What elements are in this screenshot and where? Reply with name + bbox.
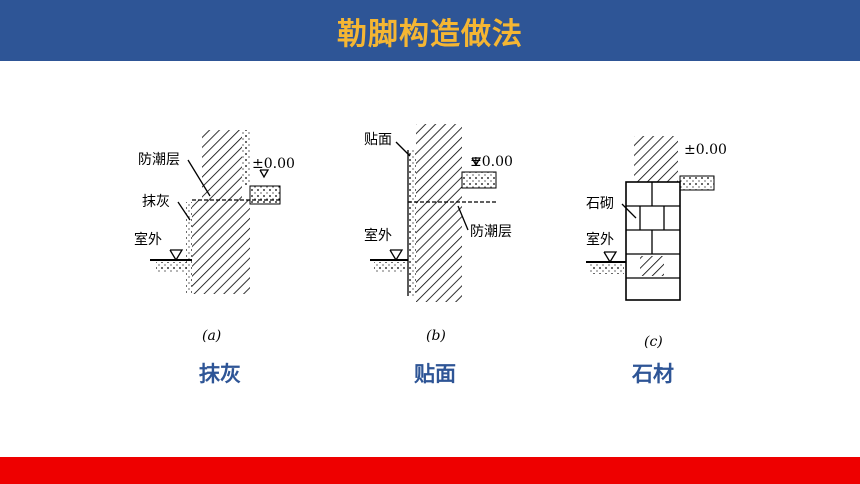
- caption-a: 抹灰: [199, 362, 241, 386]
- upper-wall: [202, 130, 242, 200]
- ground-level-marker-b: [389, 249, 404, 262]
- floor-slab-c: [679, 175, 715, 191]
- label-level: ±0.00: [252, 156, 295, 172]
- header-banner: 勒脚构造做法: [0, 0, 860, 61]
- label-outside: 室外: [134, 231, 162, 248]
- page-title: 勒脚构造做法: [337, 16, 523, 52]
- label-outside-c: 室外: [586, 231, 614, 248]
- leader-damp: [187, 159, 211, 197]
- plinth-wall: [192, 200, 250, 294]
- leader-finish-c: [621, 203, 637, 219]
- ground-fill-c: [590, 264, 624, 274]
- figure-c: ±0.00 石砌 室外 (c): [580, 110, 750, 350]
- floor-level-marker: [259, 169, 270, 179]
- label-outside-b: 室外: [364, 227, 392, 244]
- plaster-upper: [242, 130, 250, 186]
- upper-wall-c: [634, 136, 678, 182]
- wall-b: [416, 124, 462, 302]
- floor-slab-b: [461, 171, 497, 189]
- facing-layer: [408, 150, 416, 296]
- label-level-b: ±0.00: [470, 154, 513, 170]
- stone-block-dark: [640, 256, 664, 276]
- leader-damp-b: [457, 205, 469, 231]
- diagram-b-svg: 贴面 ±0.00 防潮层 室外 (b): [364, 124, 513, 344]
- label-finish-b: 贴面: [364, 132, 392, 148]
- label-finish-c: 石砌: [586, 196, 614, 212]
- figure-b: 贴面 ±0.00 防潮层 室外 (b): [360, 110, 520, 350]
- label-damp-b: 防潮层: [470, 224, 512, 240]
- label-damp: 防潮层: [138, 152, 180, 168]
- plaster-lower: [186, 202, 192, 294]
- label-level-c: ±0.00: [684, 142, 727, 158]
- stone-base: [625, 181, 681, 301]
- sublabel-b: (b): [426, 328, 446, 344]
- ground-fill: [156, 262, 188, 272]
- figure-a: 防潮层 ±0.00 抹灰 室外 (a): [130, 110, 295, 350]
- sublabel-a: (a): [202, 328, 221, 344]
- sublabel-c: (c): [644, 334, 663, 350]
- diagram-c-svg: ±0.00 石砌 室外 (c): [586, 136, 727, 350]
- caption-c: 石材: [632, 362, 674, 386]
- label-finish: 抹灰: [142, 194, 170, 210]
- leader-finish-b: [395, 141, 411, 157]
- diagram-a-svg: 防潮层 ±0.00 抹灰 室外 (a): [134, 130, 295, 344]
- ground-level-marker-c: [603, 251, 618, 264]
- ground-level-marker: [169, 249, 184, 262]
- ground-fill-b: [374, 262, 406, 272]
- caption-b: 贴面: [414, 362, 456, 386]
- floor-level-marker-b: [471, 157, 482, 167]
- footer-bar: [0, 457, 860, 484]
- floor-slab: [249, 185, 281, 205]
- leader-finish: [177, 201, 191, 221]
